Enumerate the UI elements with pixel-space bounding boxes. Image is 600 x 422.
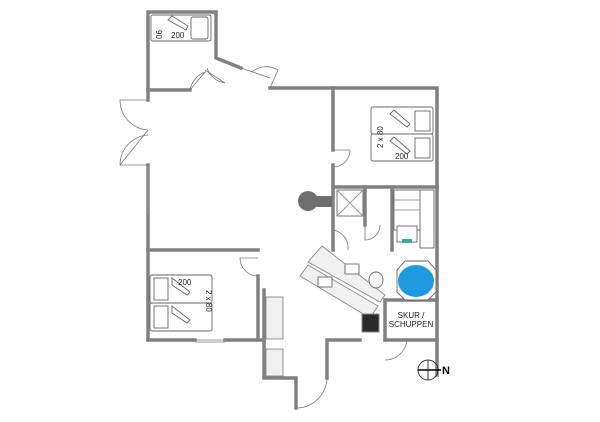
- stove: [361, 313, 380, 333]
- right-bed-width: 2 x 80: [376, 126, 385, 148]
- cabinet: [265, 296, 284, 340]
- right-bedroom: 2 x 80 200: [370, 106, 434, 162]
- right-bed-length: 200: [395, 152, 409, 161]
- cabinet: [265, 348, 284, 377]
- top-bed-length: 200: [171, 31, 185, 40]
- windows: [147, 165, 225, 343]
- left-bed-length: 200: [178, 278, 192, 287]
- kitchen: [299, 245, 386, 319]
- walls: [146, 10, 439, 410]
- doors: [119, 66, 408, 409]
- sauna: [393, 189, 435, 249]
- fireplace: [298, 191, 332, 211]
- shower: [336, 189, 364, 217]
- left-bed-width: 2 x 80: [204, 290, 213, 312]
- shed-label-line1: SKUR /: [398, 311, 425, 320]
- left-bedroom: 200 2 x 80: [149, 274, 213, 332]
- top-bedroom: 90 200: [150, 14, 212, 42]
- shed-label-line2: SCHUPPEN: [389, 320, 434, 329]
- top-bed-width: 90: [154, 30, 163, 39]
- compass-north-label: N: [442, 365, 450, 377]
- hot-tub: [396, 260, 437, 301]
- compass-icon: N: [417, 359, 450, 381]
